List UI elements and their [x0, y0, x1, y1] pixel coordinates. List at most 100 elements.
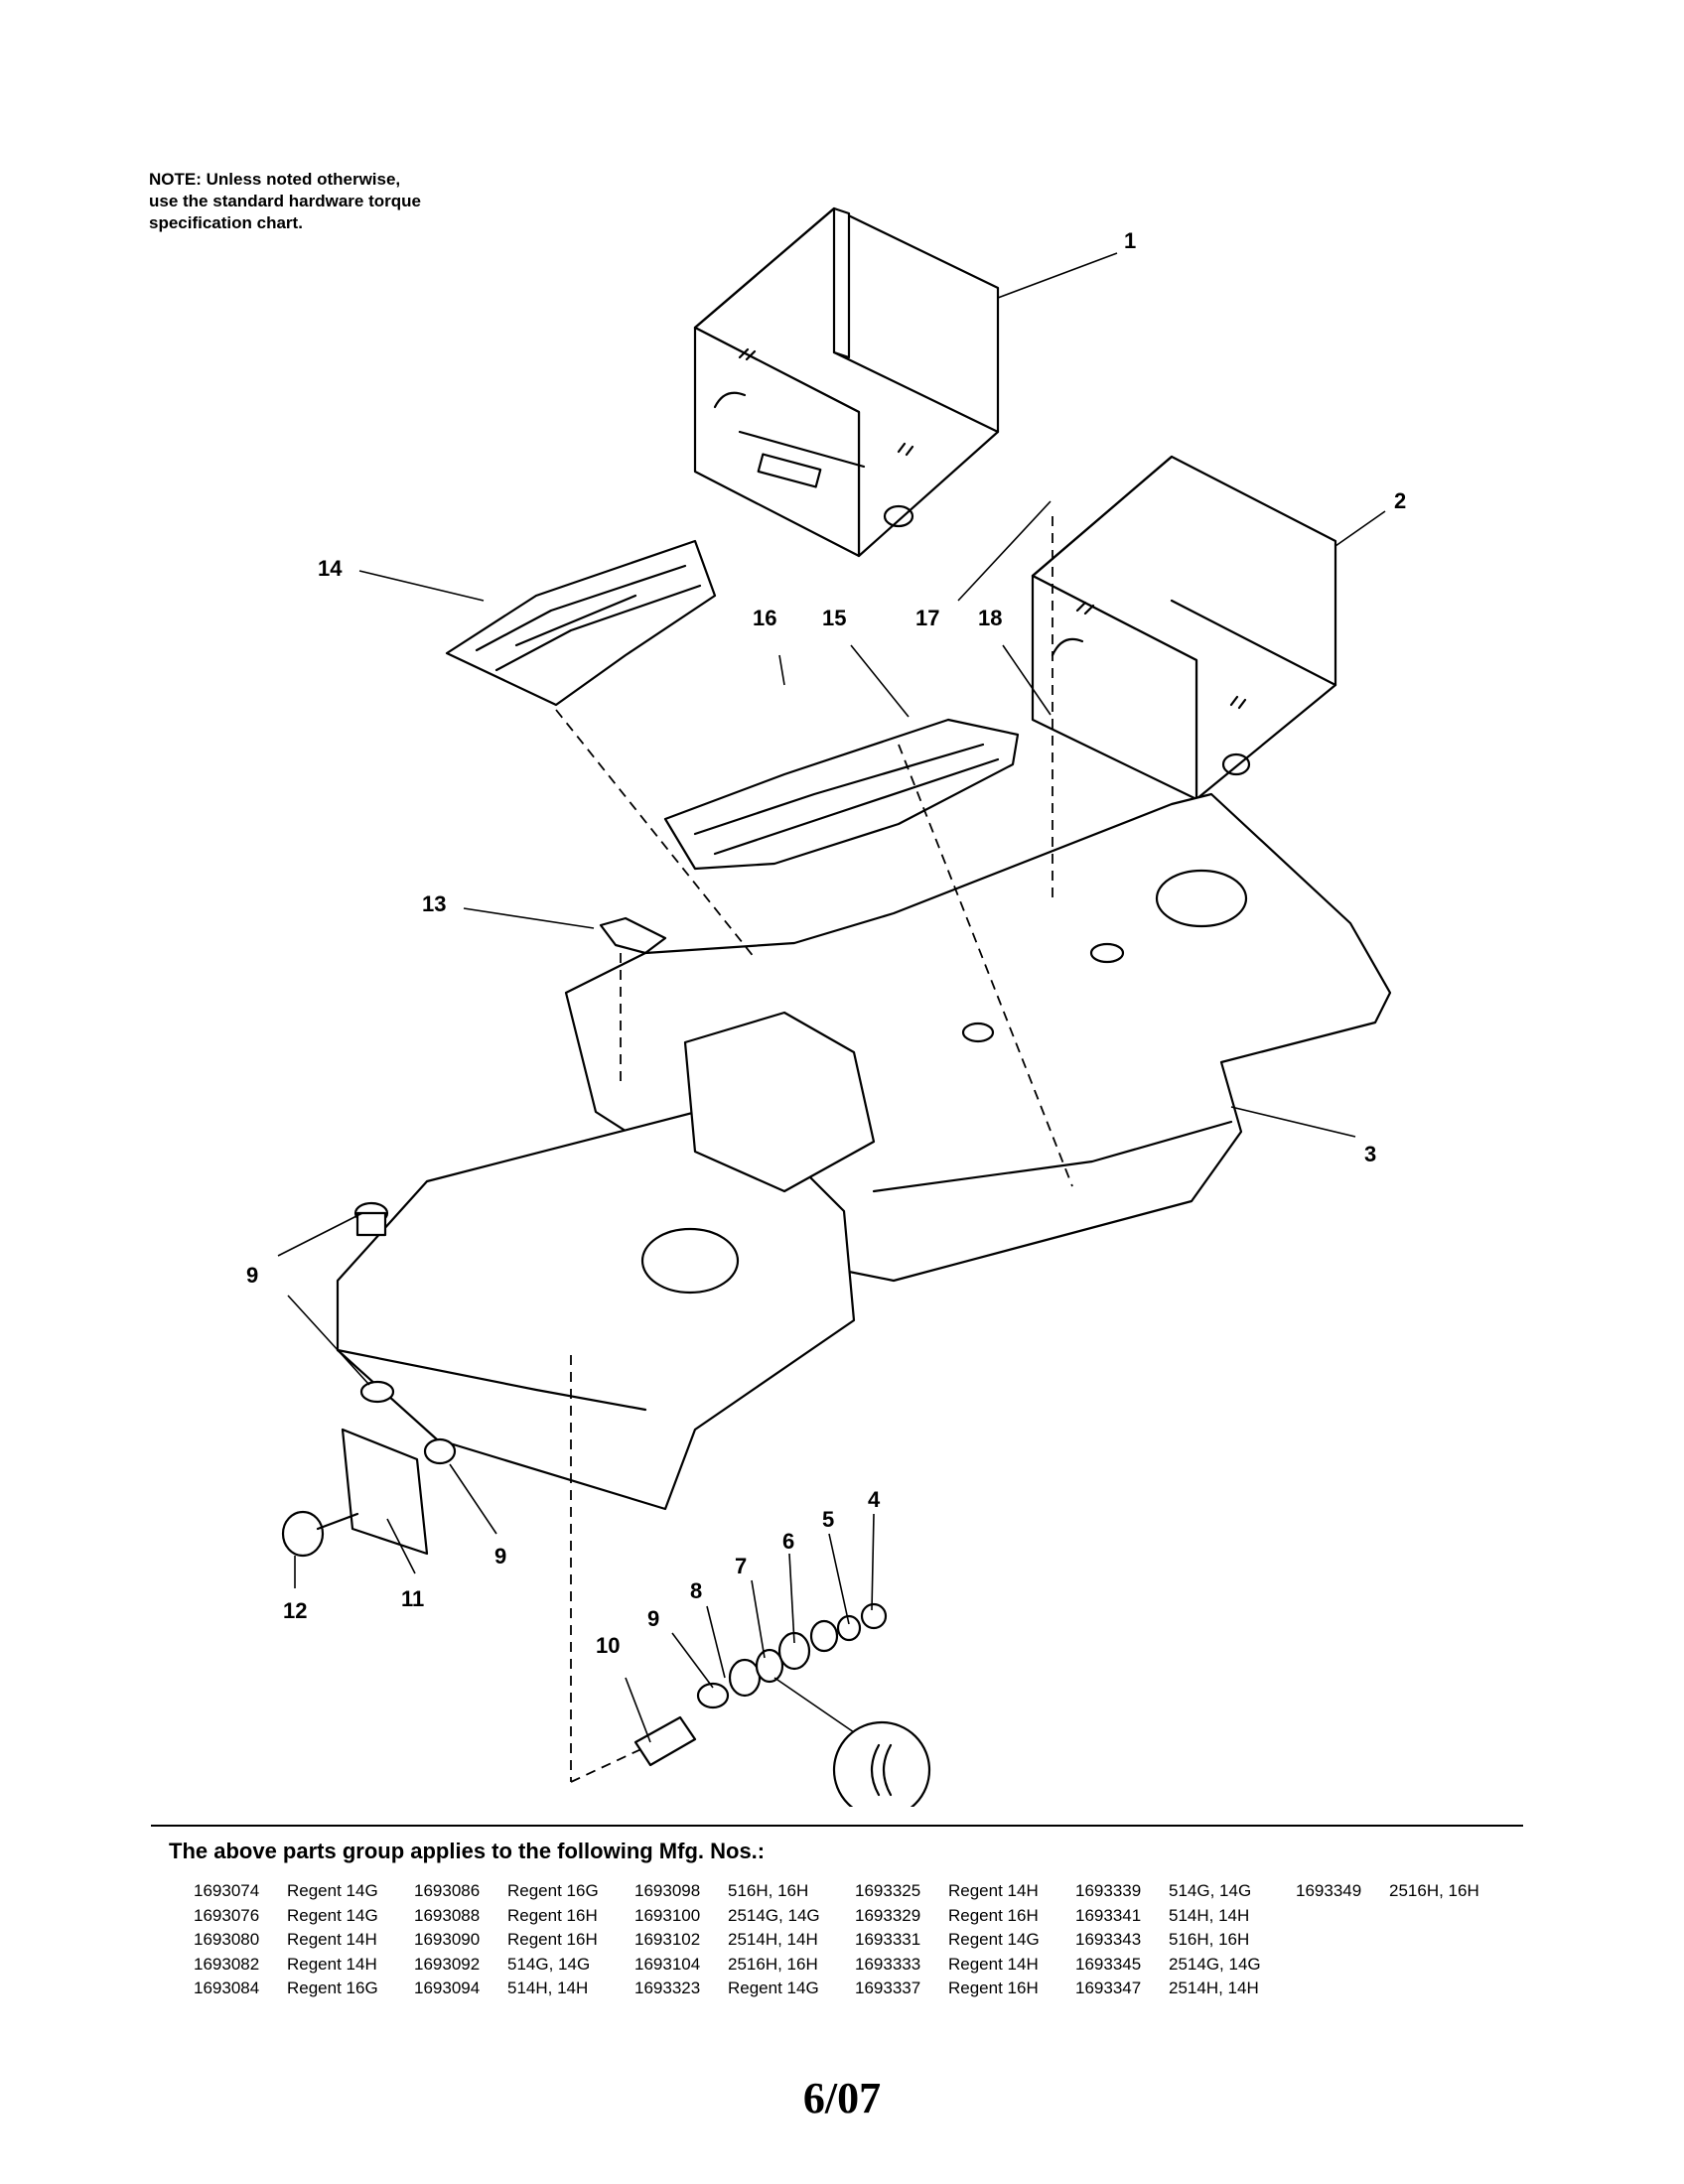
- mfg-entry: 1693092 514G, 14G: [414, 1953, 599, 1978]
- mfg-entry: 1693086 Regent 16G: [414, 1879, 599, 1904]
- mfg-model: 2516H, 16H: [1389, 1881, 1479, 1900]
- mfg-model: Regent 16G: [287, 1979, 378, 1997]
- part-washer-stack: [728, 1602, 888, 1698]
- mfg-entry: 1693331 Regent 14G: [855, 1928, 1040, 1953]
- mfg-model: 2514H, 14H: [1169, 1979, 1259, 1997]
- mfg-number: 1693074: [194, 1881, 260, 1900]
- mfg-number: 1693339: [1075, 1881, 1142, 1900]
- callout-7: 7: [735, 1554, 747, 1578]
- mfg-model: 514G, 14G: [1169, 1881, 1252, 1900]
- mfg-entry: 1693094 514H, 14H: [414, 1977, 599, 2001]
- mfg-entry: 1693329 Regent 16H: [855, 1904, 1040, 1929]
- mfg-model: Regent 16H: [948, 1905, 1039, 1925]
- mfg-entry: 1693345 2514G, 14G: [1075, 1953, 1261, 1978]
- callout-14: 14: [318, 556, 343, 581]
- mfg-number: 1693088: [414, 1905, 481, 1925]
- mfg-entry: 1693349 2516H, 16H: [1296, 1879, 1479, 1904]
- mfg-model: 516H, 16H: [728, 1881, 809, 1900]
- mfg-number: 1693345: [1075, 1954, 1142, 1974]
- callout-17: 17: [915, 606, 939, 630]
- exploded-parts-diagram: 1 2 3 4 5 6 7 8 9 9 9 10 11 12 13 14 15 …: [246, 206, 1406, 1807]
- note-line-2: use the standard hardware torque: [149, 192, 421, 210]
- section-divider: [151, 1825, 1523, 1827]
- mfg-model: 2514G, 14G: [1169, 1954, 1261, 1974]
- mfg-model: Regent 14G: [728, 1979, 819, 1997]
- mfg-entry: 1693339 514G, 14G: [1075, 1879, 1261, 1904]
- part-3-main-frame: [336, 792, 1392, 1511]
- mfg-column: 1693349 2516H, 16H: [1296, 1879, 1479, 1904]
- callout-2: 2: [1394, 488, 1406, 513]
- mfg-number: 1693080: [194, 1930, 260, 1949]
- mfg-number: 1693076: [194, 1905, 260, 1925]
- mfg-model: Regent 14G: [287, 1905, 378, 1925]
- mfg-number: 1693343: [1075, 1930, 1142, 1949]
- part-11-plate: [341, 1428, 429, 1556]
- mfg-model: Regent 14H: [948, 1881, 1039, 1900]
- mfg-number: 1693331: [855, 1930, 921, 1949]
- callout-5: 5: [822, 1507, 834, 1532]
- callout-1: 1: [1124, 228, 1136, 253]
- callout-4: 4: [868, 1487, 881, 1512]
- mfg-number: 1693082: [194, 1954, 260, 1974]
- mfg-model: 516H, 16H: [1169, 1930, 1250, 1949]
- callout-15: 15: [822, 606, 846, 630]
- mfg-number: 1693337: [855, 1979, 921, 1997]
- mfg-model: Regent 16H: [948, 1979, 1039, 1997]
- mfg-model: 2514H, 14H: [728, 1930, 818, 1949]
- mfg-model: 514G, 14G: [507, 1954, 591, 1974]
- mfg-entry: 1693098 516H, 16H: [634, 1879, 820, 1904]
- callout-3: 3: [1364, 1142, 1376, 1166]
- mfg-number: 1693090: [414, 1930, 481, 1949]
- mfg-number: 1693347: [1075, 1979, 1142, 1997]
- mfg-model: 514H, 14H: [1169, 1905, 1250, 1925]
- mfg-number: 1693323: [634, 1979, 701, 1997]
- part-10-spacer: [633, 1715, 697, 1767]
- mfg-model: 514H, 14H: [507, 1979, 589, 1997]
- page-number: 6/07: [802, 2074, 882, 2122]
- callout-9c: 9: [494, 1544, 506, 1569]
- part-15-footrest-pad: [663, 718, 1020, 871]
- callout-11: 11: [401, 1586, 424, 1611]
- mfg-number: 1693094: [414, 1979, 481, 1997]
- mfg-entry: 1693082 Regent 14H: [194, 1953, 378, 1978]
- callout-10: 10: [596, 1633, 620, 1658]
- mfg-number: 1693086: [414, 1881, 481, 1900]
- part-13-pad: [599, 916, 667, 955]
- mfg-number: 1693341: [1075, 1905, 1142, 1925]
- mfg-number: 1693098: [634, 1881, 701, 1900]
- mfg-model: Regent 14G: [287, 1881, 378, 1900]
- mfg-model: Regent 14H: [287, 1954, 377, 1974]
- mfg-number: 1693104: [634, 1954, 701, 1974]
- callout-16: 16: [753, 606, 776, 630]
- mfg-model: Regent 14G: [948, 1930, 1040, 1949]
- mfg-number: 1693092: [414, 1954, 481, 1974]
- note-line-1: NOTE: Unless noted otherwise,: [149, 170, 401, 189]
- mfg-entry: 1693080 Regent 14H: [194, 1928, 378, 1953]
- mfg-model: Regent 16G: [507, 1881, 599, 1900]
- mfg-number: 1693100: [634, 1905, 701, 1925]
- mfg-number: 1693084: [194, 1979, 260, 1997]
- mfg-number: 1693333: [855, 1954, 921, 1974]
- note-line-3: specification chart.: [149, 213, 303, 232]
- mfg-model: Regent 14H: [287, 1930, 377, 1949]
- mfg-entry: 1693341 514H, 14H: [1075, 1904, 1261, 1929]
- mfg-model: Regent 14H: [948, 1954, 1039, 1974]
- part-2-seat-bracket: [1031, 455, 1337, 801]
- mfg-number: 1693329: [855, 1905, 921, 1925]
- callout-6: 6: [782, 1529, 794, 1554]
- callout-12: 12: [283, 1598, 307, 1623]
- callout-9a: 9: [647, 1606, 659, 1631]
- mfg-number: 1693349: [1296, 1881, 1362, 1900]
- part-14-footrest-pad: [445, 539, 717, 707]
- applies-heading: The above parts group applies to the fol…: [169, 1839, 766, 1863]
